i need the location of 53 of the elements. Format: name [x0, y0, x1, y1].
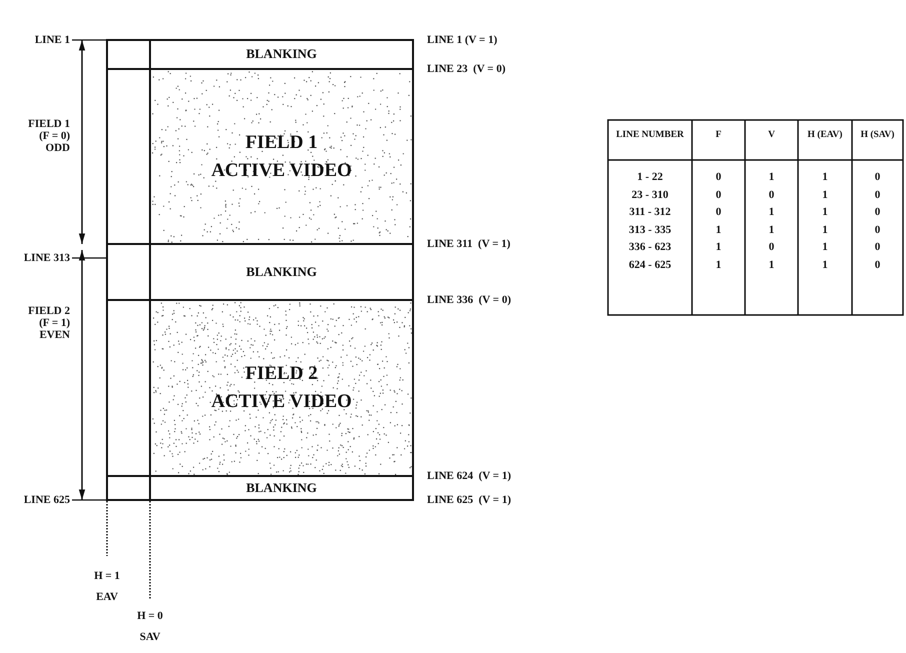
table-value: 336 - 623	[628, 241, 672, 255]
line-label: LINE 1 (V = 1)	[427, 34, 498, 48]
table-value: 0	[874, 188, 882, 202]
table-value: 1	[768, 171, 776, 185]
table-value: 1	[821, 188, 829, 202]
table-value: 1	[821, 258, 829, 272]
table-value: 0	[768, 188, 776, 202]
table-value: 1	[714, 258, 722, 272]
table-value: 311 - 312	[628, 206, 672, 220]
active-video-label: FIELD 2 ACTIVE VIDEO	[210, 362, 353, 414]
table-header: H (SAV)	[860, 129, 896, 142]
table-value: 313 - 335	[628, 224, 672, 238]
table-value: 0	[874, 224, 882, 238]
table-value: 1	[821, 206, 829, 220]
table-header: V	[767, 129, 776, 142]
line-label: LINE 313	[24, 252, 70, 266]
sync-label: H = 1 EAV	[93, 569, 121, 605]
line-label: LINE 23 (V = 0)	[427, 63, 506, 77]
table-value: 624 - 625	[628, 258, 672, 272]
table-value: 0	[874, 258, 882, 272]
blanking-label: BLANKING	[246, 262, 317, 281]
table-value: 23 - 310	[630, 188, 670, 202]
blanking-label: BLANKING	[246, 478, 317, 497]
table-value: 1	[768, 258, 776, 272]
table-value: 0	[768, 241, 776, 255]
table-header: F	[714, 129, 722, 142]
table-value: 1	[714, 241, 722, 255]
table-value: 0	[874, 241, 882, 255]
table-value: 1	[714, 224, 722, 238]
sync-label: H = 0 SAV	[136, 609, 164, 645]
line-label: LINE 311 (V = 1)	[427, 238, 510, 252]
table-value: 0	[714, 171, 722, 185]
active-video-label: FIELD 1 ACTIVE VIDEO	[210, 130, 353, 182]
table-value: 1	[821, 224, 829, 238]
table-value: 0	[714, 188, 722, 202]
table-value: 0	[874, 206, 882, 220]
table-value: 1	[821, 241, 829, 255]
line-label: LINE 1	[34, 34, 70, 48]
blanking-label: BLANKING	[246, 45, 317, 64]
line-label: LINE 336 (V = 0)	[427, 294, 511, 308]
table-value: 0	[714, 206, 722, 220]
table-value: 0	[874, 171, 882, 185]
field-label: FIELD 2 (F = 1) EVEN	[27, 305, 70, 342]
line-label: LINE 625	[24, 494, 70, 508]
table-value: 1	[768, 206, 776, 220]
line-label: LINE 625 (V = 1)	[427, 494, 511, 508]
line-label: LINE 624 (V = 1)	[427, 470, 511, 484]
field-label: FIELD 1 (F = 0) ODD	[27, 118, 70, 154]
table-value: 1 - 22	[636, 171, 664, 185]
table-header: LINE NUMBER	[615, 129, 685, 142]
table-value: 1	[768, 224, 776, 238]
table-header: H (EAV)	[806, 129, 844, 142]
table-value: 1	[821, 171, 829, 185]
